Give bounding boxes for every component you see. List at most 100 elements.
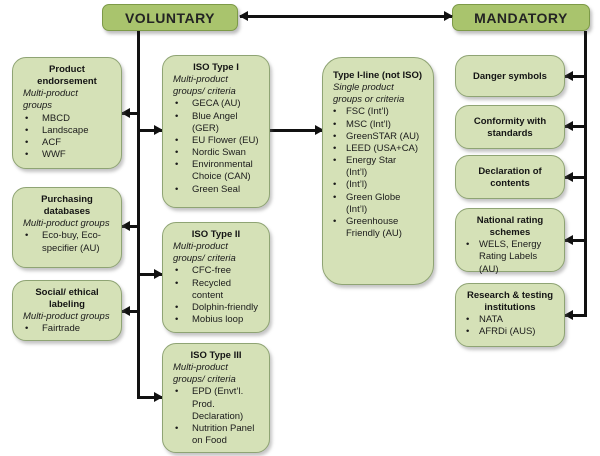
box-danger-symbols: Danger symbols [455, 55, 565, 97]
header-voluntary: VOLUNTARY [102, 4, 238, 31]
connector-arrow-conformity [565, 125, 586, 128]
box-title: Declaration of contents [478, 165, 542, 189]
bullet-icon [20, 149, 42, 161]
list-item: GECA (AU) [192, 98, 241, 110]
box-declaration-of-contents: Declaration of contents [455, 155, 565, 199]
list-item: AFRDi (AUS) [479, 326, 536, 338]
bullet-icon [170, 98, 192, 110]
bullet-icon [170, 386, 192, 398]
list-item: Green Seal [192, 183, 241, 195]
connector-arrow-iso-type-3 [137, 396, 162, 399]
bullet-icon [330, 179, 346, 191]
box-subtitle: Multi-product groups/ criteria [173, 362, 236, 386]
list-item: Environmental Choice (CAN) [192, 159, 253, 183]
bullet-icon [330, 143, 346, 155]
list-item: MBCD [42, 112, 70, 124]
list-item: EU Flower (EU) [192, 134, 259, 146]
box-purchasing-databases: Purchasing databases Multi-product group… [12, 187, 122, 268]
connector-mandatory-trunk [584, 31, 587, 317]
list-item: EPD (Envt’l. Prod. Declaration) [192, 386, 244, 422]
box-subtitle: Multi-product groups [23, 311, 110, 323]
box-subtitle: Single product groups or criteria [333, 82, 405, 106]
box-social-ethical-labeling: Social/ ethical labeling Multi-product g… [12, 280, 122, 341]
box-iso-type-1: ISO Type I Multi-product groups/ criteri… [162, 55, 270, 208]
box-title: ISO Type I [193, 62, 239, 73]
connector-arrow-danger-symbols [565, 75, 586, 78]
box-title: Danger symbols [473, 70, 547, 82]
bullet-icon [330, 155, 346, 167]
connector-arrow-iso-type-1 [137, 129, 162, 132]
bullet-icon [170, 111, 192, 123]
bullet-icon [170, 278, 192, 290]
box-subtitle: Multi-product groups [23, 88, 78, 112]
list-item: Dolphin-friendly [192, 301, 259, 313]
list-item: MSC (Int’l) [346, 118, 391, 130]
bullet-icon [20, 323, 42, 335]
bullet-icon [170, 159, 192, 171]
list-item: (Int’l) [346, 179, 368, 191]
connector-arrow-iso-type-2 [137, 273, 162, 276]
bullet-icon [170, 147, 192, 159]
list-item: NATA [479, 314, 503, 326]
list-item: Blue Angel (GER) [192, 110, 238, 134]
list-item: Recycled content [192, 277, 232, 301]
box-title: Type I-line (not ISO) [333, 70, 423, 81]
list-item: CFC-free [192, 265, 232, 277]
bullet-icon [170, 265, 192, 277]
bullet-icon [20, 113, 42, 125]
bullet-icon [330, 131, 346, 143]
box-title: Social/ ethical labeling [35, 287, 99, 311]
box-subtitle: Multi-product groups [23, 218, 110, 230]
box-product-endorsement: Product endorsement Multi-product groups… [12, 57, 122, 169]
list-item: LEED (USA+CA) [346, 142, 419, 154]
bullet-icon [170, 314, 192, 326]
list-item: Fairtrade [42, 323, 81, 335]
box-title: National rating schemes [476, 215, 544, 239]
box-iso-type-3: ISO Type III Multi-product groups/ crite… [162, 343, 270, 453]
bullet-icon [20, 125, 42, 137]
box-subtitle: Multi-product groups/ criteria [173, 74, 236, 98]
box-title: ISO Type III [190, 350, 242, 361]
box-title: Product endorsement [37, 64, 97, 88]
box-iso-type-2: ISO Type II Multi-product groups/ criter… [162, 222, 270, 333]
list-item: Mobius loop [192, 314, 244, 326]
connector-arrow-declaration [565, 176, 586, 179]
box-title: Research & testing institutions [466, 290, 554, 314]
list-item: Nordic Swan [192, 147, 246, 159]
connector-voluntary-trunk [137, 31, 140, 399]
list-item: WELS, Energy Rating Labels (AU) [479, 239, 542, 275]
bullet-icon [463, 326, 479, 338]
connector-arrow-type-1-line [269, 129, 323, 132]
connector-voluntary-mandatory [240, 15, 452, 18]
box-conformity-with-standards: Conformity with standards [455, 105, 565, 149]
box-title: Purchasing databases [41, 194, 93, 218]
bullet-icon [170, 184, 192, 196]
list-item: ACF [42, 136, 61, 148]
box-type-1-line: Type I-line (not ISO) Single product gro… [322, 57, 434, 285]
list-item: FSC (Int’l) [346, 106, 389, 118]
bullet-icon [20, 230, 42, 242]
connector-arrow-product-endorsement [122, 112, 139, 115]
header-mandatory: MANDATORY [452, 4, 590, 31]
header-mandatory-label: MANDATORY [474, 9, 568, 26]
bullet-icon [463, 314, 479, 326]
bullet-icon [170, 302, 192, 314]
box-national-rating-schemes: National rating schemes WELS, Energy Rat… [455, 208, 565, 275]
bullet-icon [330, 192, 346, 204]
header-voluntary-label: VOLUNTARY [124, 9, 216, 26]
list-item: Energy Star (Int’l) [346, 155, 397, 179]
box-title: ISO Type II [191, 229, 241, 240]
bullet-icon [20, 137, 42, 149]
bullet-icon [330, 216, 346, 228]
list-item: Green Globe (Int’l) [346, 191, 401, 215]
bullet-icon [463, 239, 479, 251]
bullet-icon [170, 423, 192, 435]
connector-arrow-national-rating [565, 239, 586, 242]
bullet-icon [330, 106, 346, 118]
connector-arrow-purchasing-databases [122, 225, 139, 228]
connector-arrow-social-ethical [122, 310, 139, 313]
box-research-testing-institutions: Research & testing institutions NATA AFR… [455, 283, 565, 347]
bullet-icon [330, 119, 346, 131]
box-subtitle: Multi-product groups/ criteria [173, 241, 236, 265]
